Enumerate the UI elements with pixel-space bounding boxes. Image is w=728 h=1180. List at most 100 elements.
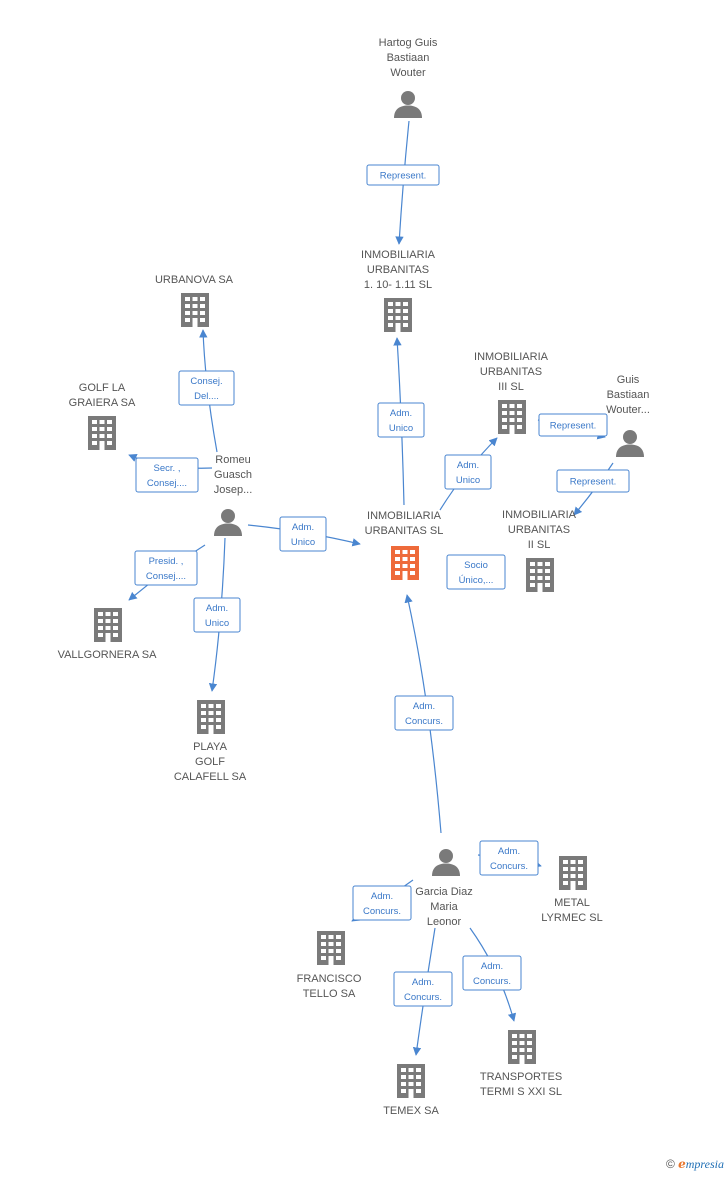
edge-label-text: Adm. [371, 891, 393, 902]
building-icon [317, 931, 345, 965]
edge-label-box [394, 695, 454, 731]
node-label: Garcia Diaz [415, 886, 472, 898]
edge-label-button[interactable]: Adm.Concurs. [394, 695, 454, 731]
node-label: Guis [617, 374, 640, 386]
edge-e10: Presid. ,Consej.... [128, 544, 206, 601]
person-icon [214, 509, 242, 536]
node-romeu[interactable]: RomeuGuaschJosep... [214, 454, 253, 536]
node-label: Wouter... [606, 404, 650, 416]
node-label: Maria [430, 901, 458, 913]
edge-label-box [366, 164, 440, 186]
building-icon [498, 400, 526, 434]
node-label: INMOBILIARIA [361, 249, 436, 261]
edge-e8: Represent. [556, 462, 630, 516]
edge-e12: Adm.Concurs. [394, 594, 454, 834]
edge-label-button[interactable]: Adm. Unico [444, 454, 492, 490]
node-label: Hartog Guis [379, 37, 438, 49]
copyright-symbol: © [665, 1157, 675, 1171]
edge-label-box [279, 516, 327, 552]
building-icon [181, 293, 209, 327]
edge-label-box [135, 457, 199, 493]
building-icon [384, 298, 412, 332]
edge-label-text: Unico [389, 423, 413, 434]
edge-label-text: Adm. [457, 460, 479, 471]
node-inmo3[interactable]: INMOBILIARIA URBANITAS III SL [474, 351, 549, 434]
building-icon [197, 700, 225, 734]
edge-label-box [352, 885, 412, 921]
node-temex[interactable]: TEMEX SA [383, 1064, 439, 1117]
edge-label-button[interactable]: Consej.Del.... [178, 370, 235, 406]
edge-label-button[interactable]: Adm. Concurs. [352, 885, 412, 921]
edge-label-button[interactable]: Adm. Concurs. [462, 955, 522, 991]
node-label: II SL [528, 539, 551, 551]
edge-label-text: Concurs. [473, 976, 511, 987]
edge-label-button[interactable]: Adm.Unico [193, 597, 241, 633]
edge-label-button[interactable]: Secr. ,Consej.... [135, 457, 199, 493]
node-label: LYRMEC SL [541, 912, 603, 924]
node-label: INMOBILIARIA [474, 351, 549, 363]
edge-label-button[interactable]: Adm.Concurs. [393, 971, 453, 1007]
edge-label-button[interactable]: Presid. ,Consej.... [134, 550, 198, 586]
node-vallgornera[interactable]: VALLGORNERA SA [58, 608, 157, 661]
edge-label-text: Consej.... [147, 478, 187, 489]
node-label: CALAFELL SA [174, 771, 247, 783]
building-icon [397, 1064, 425, 1098]
building-icon [94, 608, 122, 642]
edge-label-button[interactable]: Adm. Unico [377, 402, 425, 438]
node-label: Josep... [214, 484, 253, 496]
node-label: TRANSPORTES [480, 1071, 562, 1083]
node-label: GOLF LA [79, 382, 126, 394]
node-label: TERMI S XXI SL [480, 1086, 562, 1098]
edge-label-button[interactable]: SocioÚnico,... [446, 554, 506, 590]
edge-e1: Represent. [366, 120, 440, 245]
node-label: TELLO SA [303, 988, 356, 1000]
edge-label-box [193, 597, 241, 633]
building-icon [508, 1030, 536, 1064]
edge-label-button[interactable]: Represent. [538, 413, 608, 437]
edge-label-box [134, 550, 198, 586]
building-icon [88, 416, 116, 450]
edge-label-text: Adm. [292, 522, 314, 533]
edge-label-box [377, 402, 425, 438]
node-label: URBANITAS [367, 264, 429, 276]
node-label: Wouter [390, 67, 426, 79]
edge-label-text: Unico [456, 475, 480, 486]
edge-label-text: Represent. [570, 477, 616, 488]
node-label: Romeu [215, 454, 250, 466]
person-icon [616, 430, 644, 457]
node-golf[interactable]: GOLF LA GRAIERA SA [69, 382, 136, 450]
edge-label-button[interactable]: Represent. [366, 164, 440, 186]
edge-e4: Secr. ,Consej.... [128, 454, 213, 493]
node-transportes[interactable]: TRANSPORTES TERMI S XXI SL [480, 1030, 562, 1098]
edge-e5: Adm.Unico [247, 516, 361, 552]
node-label: URBANOVA SA [155, 274, 234, 286]
edge-label-button[interactable]: Adm.Unico [279, 516, 327, 552]
edge-label-text: Adm. [481, 961, 503, 972]
edge-label-button[interactable]: Represent. [556, 469, 630, 493]
edge-label-text: Del.... [194, 391, 219, 402]
building-icon [526, 558, 554, 592]
node-guis[interactable]: GuisBastiaanWouter... [606, 374, 650, 457]
node-label: URBANITAS [480, 366, 542, 378]
edge-label-text: Represent. [550, 421, 596, 432]
node-label: III SL [498, 381, 524, 393]
node-label: GRAIERA SA [69, 397, 136, 409]
building-icon [559, 856, 587, 890]
node-label: METAL [554, 897, 590, 909]
edge-label-text: Concurs. [490, 861, 528, 872]
node-metal[interactable]: METAL LYRMEC SL [541, 856, 603, 924]
edge-label-text: Represent. [380, 171, 426, 182]
node-urbanova[interactable]: URBANOVA SA [155, 274, 234, 327]
node-label: GOLF [195, 756, 225, 768]
edge-label-text: Adm. [412, 977, 434, 988]
edge-label-button[interactable]: Adm.Concurs. [479, 840, 539, 876]
edge-label-text: Concurs. [363, 906, 401, 917]
edge-label-text: Adm. [390, 408, 412, 419]
